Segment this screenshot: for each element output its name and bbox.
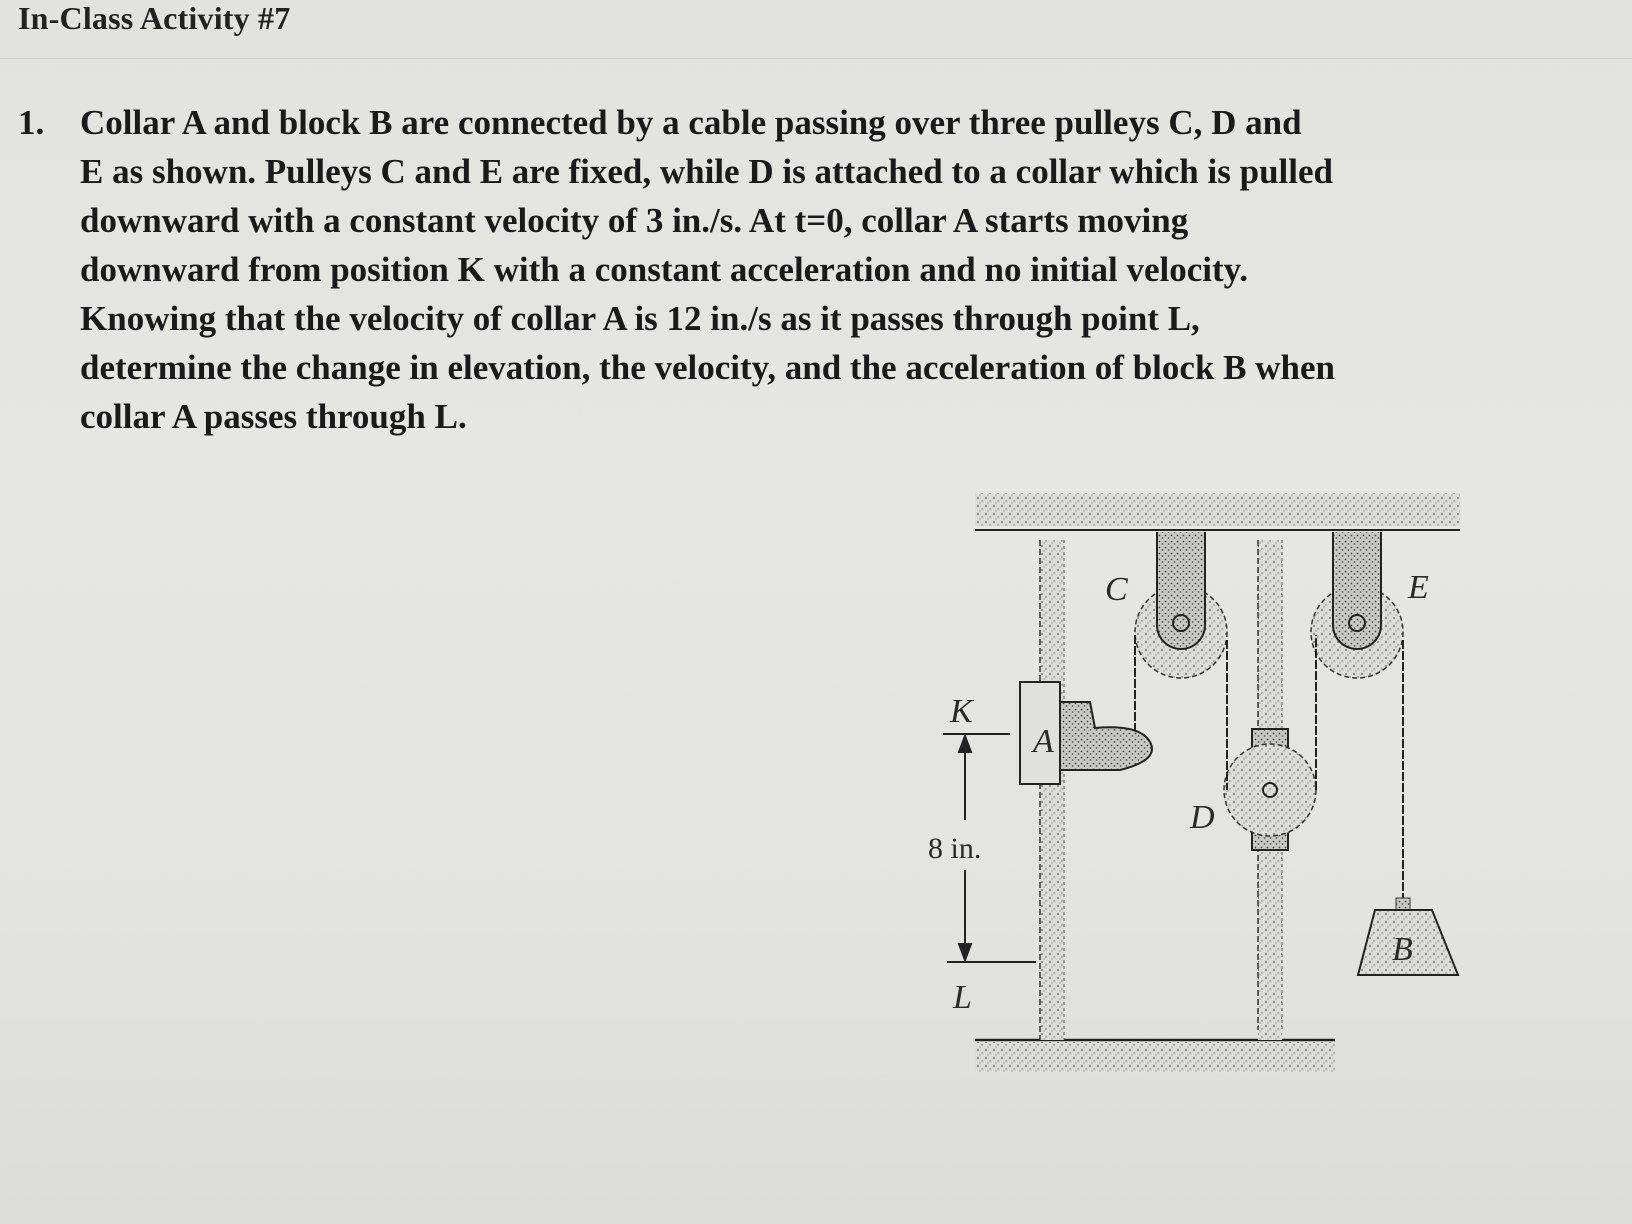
dimension-8in xyxy=(943,733,1036,963)
problem-line: determine the change in elevation, the v… xyxy=(80,348,1335,387)
label-pulley-d: D xyxy=(1189,799,1215,836)
ceiling-support xyxy=(975,493,1465,531)
floor-support xyxy=(975,1038,1335,1072)
label-pulley-e: E xyxy=(1407,569,1429,606)
label-pulley-c: C xyxy=(1105,571,1128,608)
cable xyxy=(1134,635,1404,905)
problem-line: downward with a constant velocity of 3 i… xyxy=(80,201,1189,240)
collar-a xyxy=(1019,681,1153,785)
problem-line: E as shown. Pulleys C and E are fixed, w… xyxy=(80,152,1333,191)
pulley-d xyxy=(1223,728,1317,851)
problem-line: downward from position K with a constant… xyxy=(80,250,1248,289)
problem-line: Collar A and block B are connected by a … xyxy=(80,103,1302,142)
label-position-l: L xyxy=(952,979,972,1016)
pulley-e xyxy=(1310,532,1404,679)
label-distance: 8 in. xyxy=(928,832,981,865)
problem-line: Knowing that the velocity of collar A is… xyxy=(80,299,1200,338)
rod-a xyxy=(1039,540,1065,1040)
problem-number: 1. xyxy=(18,103,45,142)
pulley-system-figure: C E D A B K L 8 in. xyxy=(900,480,1465,1100)
pulley-c xyxy=(1134,532,1228,679)
problem-statement: Collar A and block B are connected by a … xyxy=(80,98,1632,441)
label-collar-a: A xyxy=(1031,723,1054,760)
label-block-b: B xyxy=(1392,931,1413,968)
label-position-k: K xyxy=(949,693,975,730)
title-divider xyxy=(0,58,1632,59)
block-b xyxy=(1356,897,1460,976)
problem-line: collar A passes through L. xyxy=(80,397,467,436)
page-title: In-Class Activity #7 xyxy=(18,0,291,36)
